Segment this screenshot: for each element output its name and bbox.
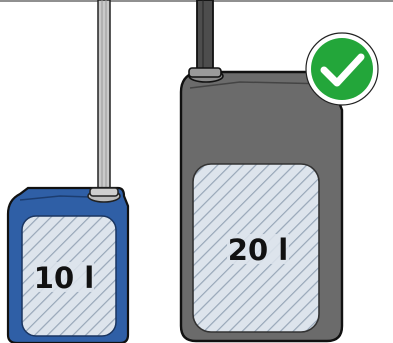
- large-dip-tube: [197, 0, 213, 74]
- small-dip-tube: [98, 0, 110, 192]
- large-canister-label: 20 l: [228, 233, 288, 267]
- large-canister-cap: [189, 68, 223, 82]
- small-canister-cap: [88, 188, 120, 202]
- checkmark-badge: [306, 33, 378, 105]
- small-canister: 10 l: [8, 0, 128, 343]
- small-canister-label: 10 l: [34, 261, 94, 295]
